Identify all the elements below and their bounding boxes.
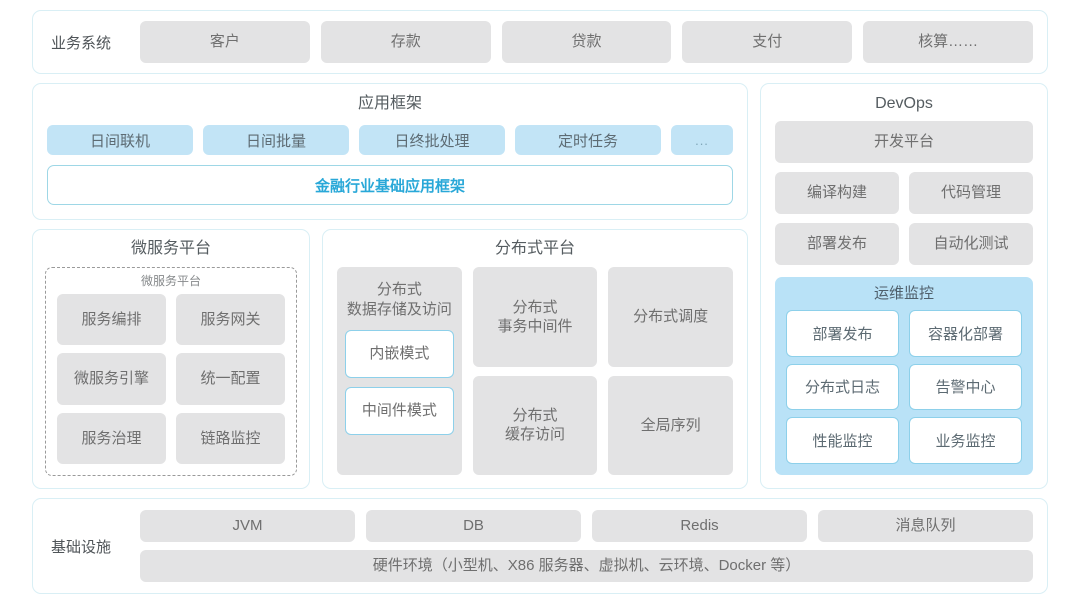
infra-item-db[interactable]: DB <box>366 510 581 542</box>
dist-cell-transaction-middleware[interactable]: 分布式 事务中间件 <box>472 267 598 367</box>
dist-storage-title: 分布式 数据存储及访问 <box>347 280 452 319</box>
microservice-inner-title: 微服务平台 <box>140 274 201 288</box>
app-chip-scheduled-task[interactable]: 定时任务 <box>515 125 661 155</box>
app-chip-more[interactable]: ... <box>671 125 733 155</box>
micro-item-service-engine[interactable]: 微服务引擎 <box>57 353 166 405</box>
ops-item-business-monitor[interactable]: 业务监控 <box>909 417 1022 464</box>
ops-monitoring-panel: 运维监控 部署发布 容器化部署 分布式日志 告警中心 性能监控 业务监控 <box>775 277 1033 475</box>
devops-item-compile-build[interactable]: 编译构建 <box>775 172 899 214</box>
infrastructure-items: JVM DB Redis 消息队列 <box>140 510 1033 542</box>
distributed-platform-panel: 分布式平台 分布式 数据存储及访问 内嵌模式 中间件模式 <box>322 229 748 489</box>
app-chip-eod-batch[interactable]: 日终批处理 <box>359 125 505 155</box>
application-framework-title: 应用框架 <box>357 95 422 112</box>
infra-item-redis[interactable]: Redis <box>592 510 807 542</box>
ops-item-performance-monitor[interactable]: 性能监控 <box>786 417 899 464</box>
middle-left-column: 应用框架 日间联机 日间批量 日终批处理 定时任务 ... 金融行业基础应用框架… <box>32 83 748 489</box>
middle-area: 应用框架 日间联机 日间批量 日终批处理 定时任务 ... 金融行业基础应用框架… <box>32 83 1048 489</box>
devops-dev-platform[interactable]: 开发平台 <box>775 121 1033 163</box>
dist-cell-cache-access[interactable]: 分布式 缓存访问 <box>472 375 598 475</box>
business-item-payment[interactable]: 支付 <box>682 21 853 63</box>
business-system-row: 业务系统 客户 存款 贷款 支付 核算…… <box>32 10 1048 74</box>
microservice-platform-title: 微服务平台 <box>130 240 211 257</box>
microservice-platform-panel: 微服务平台 微服务平台 服务编排 服务网关 微服务引擎 统一配置 服务治理 链路… <box>32 229 310 489</box>
lower-panels: 微服务平台 微服务平台 服务编排 服务网关 微服务引擎 统一配置 服务治理 链路… <box>32 229 748 489</box>
infrastructure-label: 基础设施 <box>51 538 112 556</box>
infra-item-message-queue[interactable]: 消息队列 <box>818 510 1033 542</box>
dist-cache-label: 分布式 缓存访问 <box>505 406 565 444</box>
devops-item-code-management[interactable]: 代码管理 <box>909 172 1033 214</box>
ops-item-alert-center[interactable]: 告警中心 <box>909 363 1022 411</box>
dist-storage-title-line2: 数据存储及访问 <box>346 300 452 318</box>
dist-storage-title-line1: 分布式 <box>376 281 422 298</box>
dist-cell-scheduling[interactable]: 分布式调度 <box>608 267 733 367</box>
infrastructure-row: 基础设施 JVM DB Redis 消息队列 硬件环境（小型机、X86 服务器、… <box>32 498 1048 594</box>
micro-item-service-orchestration[interactable]: 服务编排 <box>57 294 166 346</box>
distributed-grid: 分布式 数据存储及访问 内嵌模式 中间件模式 分布式 事务中间件 <box>337 267 733 475</box>
ops-item-container-deploy[interactable]: 容器化部署 <box>909 310 1022 357</box>
application-framework-panel: 应用框架 日间联机 日间批量 日终批处理 定时任务 ... 金融行业基础应用框架 <box>32 83 748 220</box>
devops-title: DevOps <box>875 95 933 112</box>
dist-cell-global-sequence[interactable]: 全局序列 <box>608 375 733 475</box>
devops-item-deploy-release[interactable]: 部署发布 <box>775 223 899 265</box>
dist-mode-middleware[interactable]: 中间件模式 <box>345 387 454 435</box>
micro-item-service-governance[interactable]: 服务治理 <box>57 412 166 464</box>
app-chip-daytime-online[interactable]: 日间联机 <box>47 125 193 155</box>
devops-pair-deploy: 部署发布 自动化测试 <box>775 223 1033 265</box>
micro-item-unified-config[interactable]: 统一配置 <box>176 353 285 405</box>
ops-monitoring-grid: 部署发布 容器化部署 分布式日志 告警中心 性能监控 业务监控 <box>786 310 1022 464</box>
devops-item-automated-test[interactable]: 自动化测试 <box>909 223 1033 265</box>
ops-item-deploy-release[interactable]: 部署发布 <box>786 310 899 357</box>
ops-item-distributed-log[interactable]: 分布式日志 <box>786 363 899 411</box>
dist-mode-embedded[interactable]: 内嵌模式 <box>345 330 454 378</box>
microservice-grid: 服务编排 服务网关 微服务引擎 统一配置 服务治理 链路监控 <box>57 294 285 464</box>
business-item-customer[interactable]: 客户 <box>140 21 310 63</box>
devops-panel: DevOps 开发平台 编译构建 代码管理 部署发布 自动化测试 运维监控 部署… <box>760 83 1048 489</box>
dist-cell-data-storage-access[interactable]: 分布式 数据存储及访问 内嵌模式 中间件模式 <box>337 267 462 475</box>
infra-item-jvm[interactable]: JVM <box>140 510 355 542</box>
business-item-loan[interactable]: 贷款 <box>501 21 672 63</box>
dist-transaction-line2: 事务中间件 <box>497 317 573 335</box>
app-chip-daytime-batch[interactable]: 日间批量 <box>203 125 349 155</box>
business-item-deposit[interactable]: 存款 <box>320 21 491 63</box>
dist-transaction-line1: 分布式 <box>512 298 558 316</box>
business-item-accounting[interactable]: 核算…… <box>863 21 1033 63</box>
application-framework-chips: 日间联机 日间批量 日终批处理 定时任务 ... <box>47 125 733 155</box>
micro-item-service-gateway[interactable]: 服务网关 <box>176 294 285 346</box>
infrastructure-stack: JVM DB Redis 消息队列 硬件环境（小型机、X86 服务器、虚拟机、云… <box>140 510 1033 582</box>
dist-transaction-label: 分布式 事务中间件 <box>497 298 572 336</box>
distributed-platform-title: 分布式平台 <box>494 240 575 257</box>
business-system-label: 业务系统 <box>51 34 112 52</box>
devops-pair-build: 编译构建 代码管理 <box>775 172 1033 214</box>
microservice-dashed-box: 微服务平台 服务编排 服务网关 微服务引擎 统一配置 服务治理 链路监控 <box>45 267 297 476</box>
ops-monitoring-title: 运维监控 <box>873 285 934 302</box>
dist-cache-line2: 缓存访问 <box>504 426 565 444</box>
infra-hardware-environment[interactable]: 硬件环境（小型机、X86 服务器、虚拟机、云环境、Docker 等） <box>140 550 1033 582</box>
micro-item-trace-monitoring[interactable]: 链路监控 <box>176 412 285 464</box>
dist-cache-line1: 分布式 <box>512 407 558 425</box>
finance-base-framework-bar[interactable]: 金融行业基础应用框架 <box>47 165 733 205</box>
